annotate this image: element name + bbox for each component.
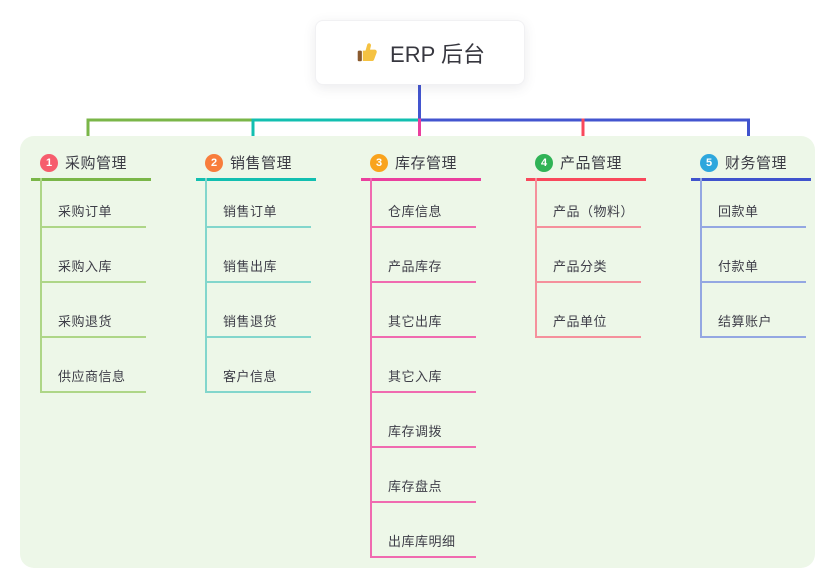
branch-4-title[interactable]: 4 产品管理	[526, 147, 646, 178]
node-item[interactable]: 出库库明细	[370, 524, 476, 558]
root-node-label: ERP 后台	[390, 41, 485, 67]
branch-number-badge: 3	[370, 153, 388, 172]
node-item[interactable]: 采购入库	[40, 249, 146, 283]
node-item[interactable]: 产品（物料）	[535, 194, 641, 228]
branch-title-underline	[361, 178, 481, 181]
branch-title-label: 采购管理	[65, 155, 128, 172]
branch-title-underline	[31, 178, 151, 181]
branch-5-title[interactable]: 5 财务管理	[691, 147, 811, 178]
branch-children-connector	[40, 178, 42, 393]
branch-number-badge: 5	[700, 153, 718, 172]
branch-3-title[interactable]: 3 库存管理	[361, 147, 481, 178]
branch-title-label: 库存管理	[395, 155, 458, 172]
branch-2-title[interactable]: 2 销售管理	[196, 147, 316, 178]
node-item[interactable]: 采购退货	[40, 304, 146, 338]
branch-children-connector	[370, 178, 372, 558]
branch-children-connector	[535, 178, 537, 338]
node-item[interactable]: 销售退货	[205, 304, 311, 338]
branch-3: 3 库存管理仓库信息产品库存其它出库其它入库库存调拨库存盘点出库库明细	[361, 147, 481, 558]
mindmap-canvas	[20, 136, 815, 568]
branch-title-underline	[526, 178, 646, 181]
node-item[interactable]: 付款单	[700, 249, 806, 283]
branch-5: 5 财务管理回款单付款单结算账户	[691, 147, 811, 338]
node-item[interactable]: 供应商信息	[40, 359, 146, 393]
node-item[interactable]: 销售出库	[205, 249, 311, 283]
node-item[interactable]: 回款单	[700, 194, 806, 228]
node-item[interactable]: 采购订单	[40, 194, 146, 228]
branch-title-label: 产品管理	[560, 155, 623, 172]
node-item[interactable]: 其它出库	[370, 304, 476, 338]
branch-number-badge: 4	[535, 153, 553, 172]
node-item[interactable]: 销售订单	[205, 194, 311, 228]
node-item[interactable]: 结算账户	[700, 304, 806, 338]
node-item[interactable]: 客户信息	[205, 359, 311, 393]
node-item[interactable]: 产品分类	[535, 249, 641, 283]
branch-number-badge: 2	[205, 153, 223, 172]
node-item[interactable]: 库存调拨	[370, 414, 476, 448]
branch-title-underline	[196, 178, 316, 181]
branch-title-label: 销售管理	[230, 155, 293, 172]
branch-title-label: 财务管理	[725, 155, 788, 172]
node-item[interactable]: 产品库存	[370, 249, 476, 283]
node-item[interactable]: 仓库信息	[370, 194, 476, 228]
branch-1: 1 采购管理采购订单采购入库采购退货供应商信息	[31, 147, 151, 393]
branch-1-title[interactable]: 1 采购管理	[31, 147, 151, 178]
thumbs-up-icon	[355, 40, 380, 65]
node-item[interactable]: 其它入库	[370, 359, 476, 393]
node-item[interactable]: 库存盘点	[370, 469, 476, 503]
branch-children-connector	[700, 178, 702, 338]
branch-2: 2 销售管理销售订单销售出库销售退货客户信息	[196, 147, 316, 393]
branch-4: 4 产品管理产品（物料） 产品分类产品单位	[526, 147, 646, 338]
node-item[interactable]: 产品单位	[535, 304, 641, 338]
root-node-erp[interactable]: ERP 后台	[315, 20, 525, 85]
branch-children-connector	[205, 178, 207, 393]
branch-title-underline	[691, 178, 811, 181]
branch-number-badge: 1	[40, 153, 58, 172]
